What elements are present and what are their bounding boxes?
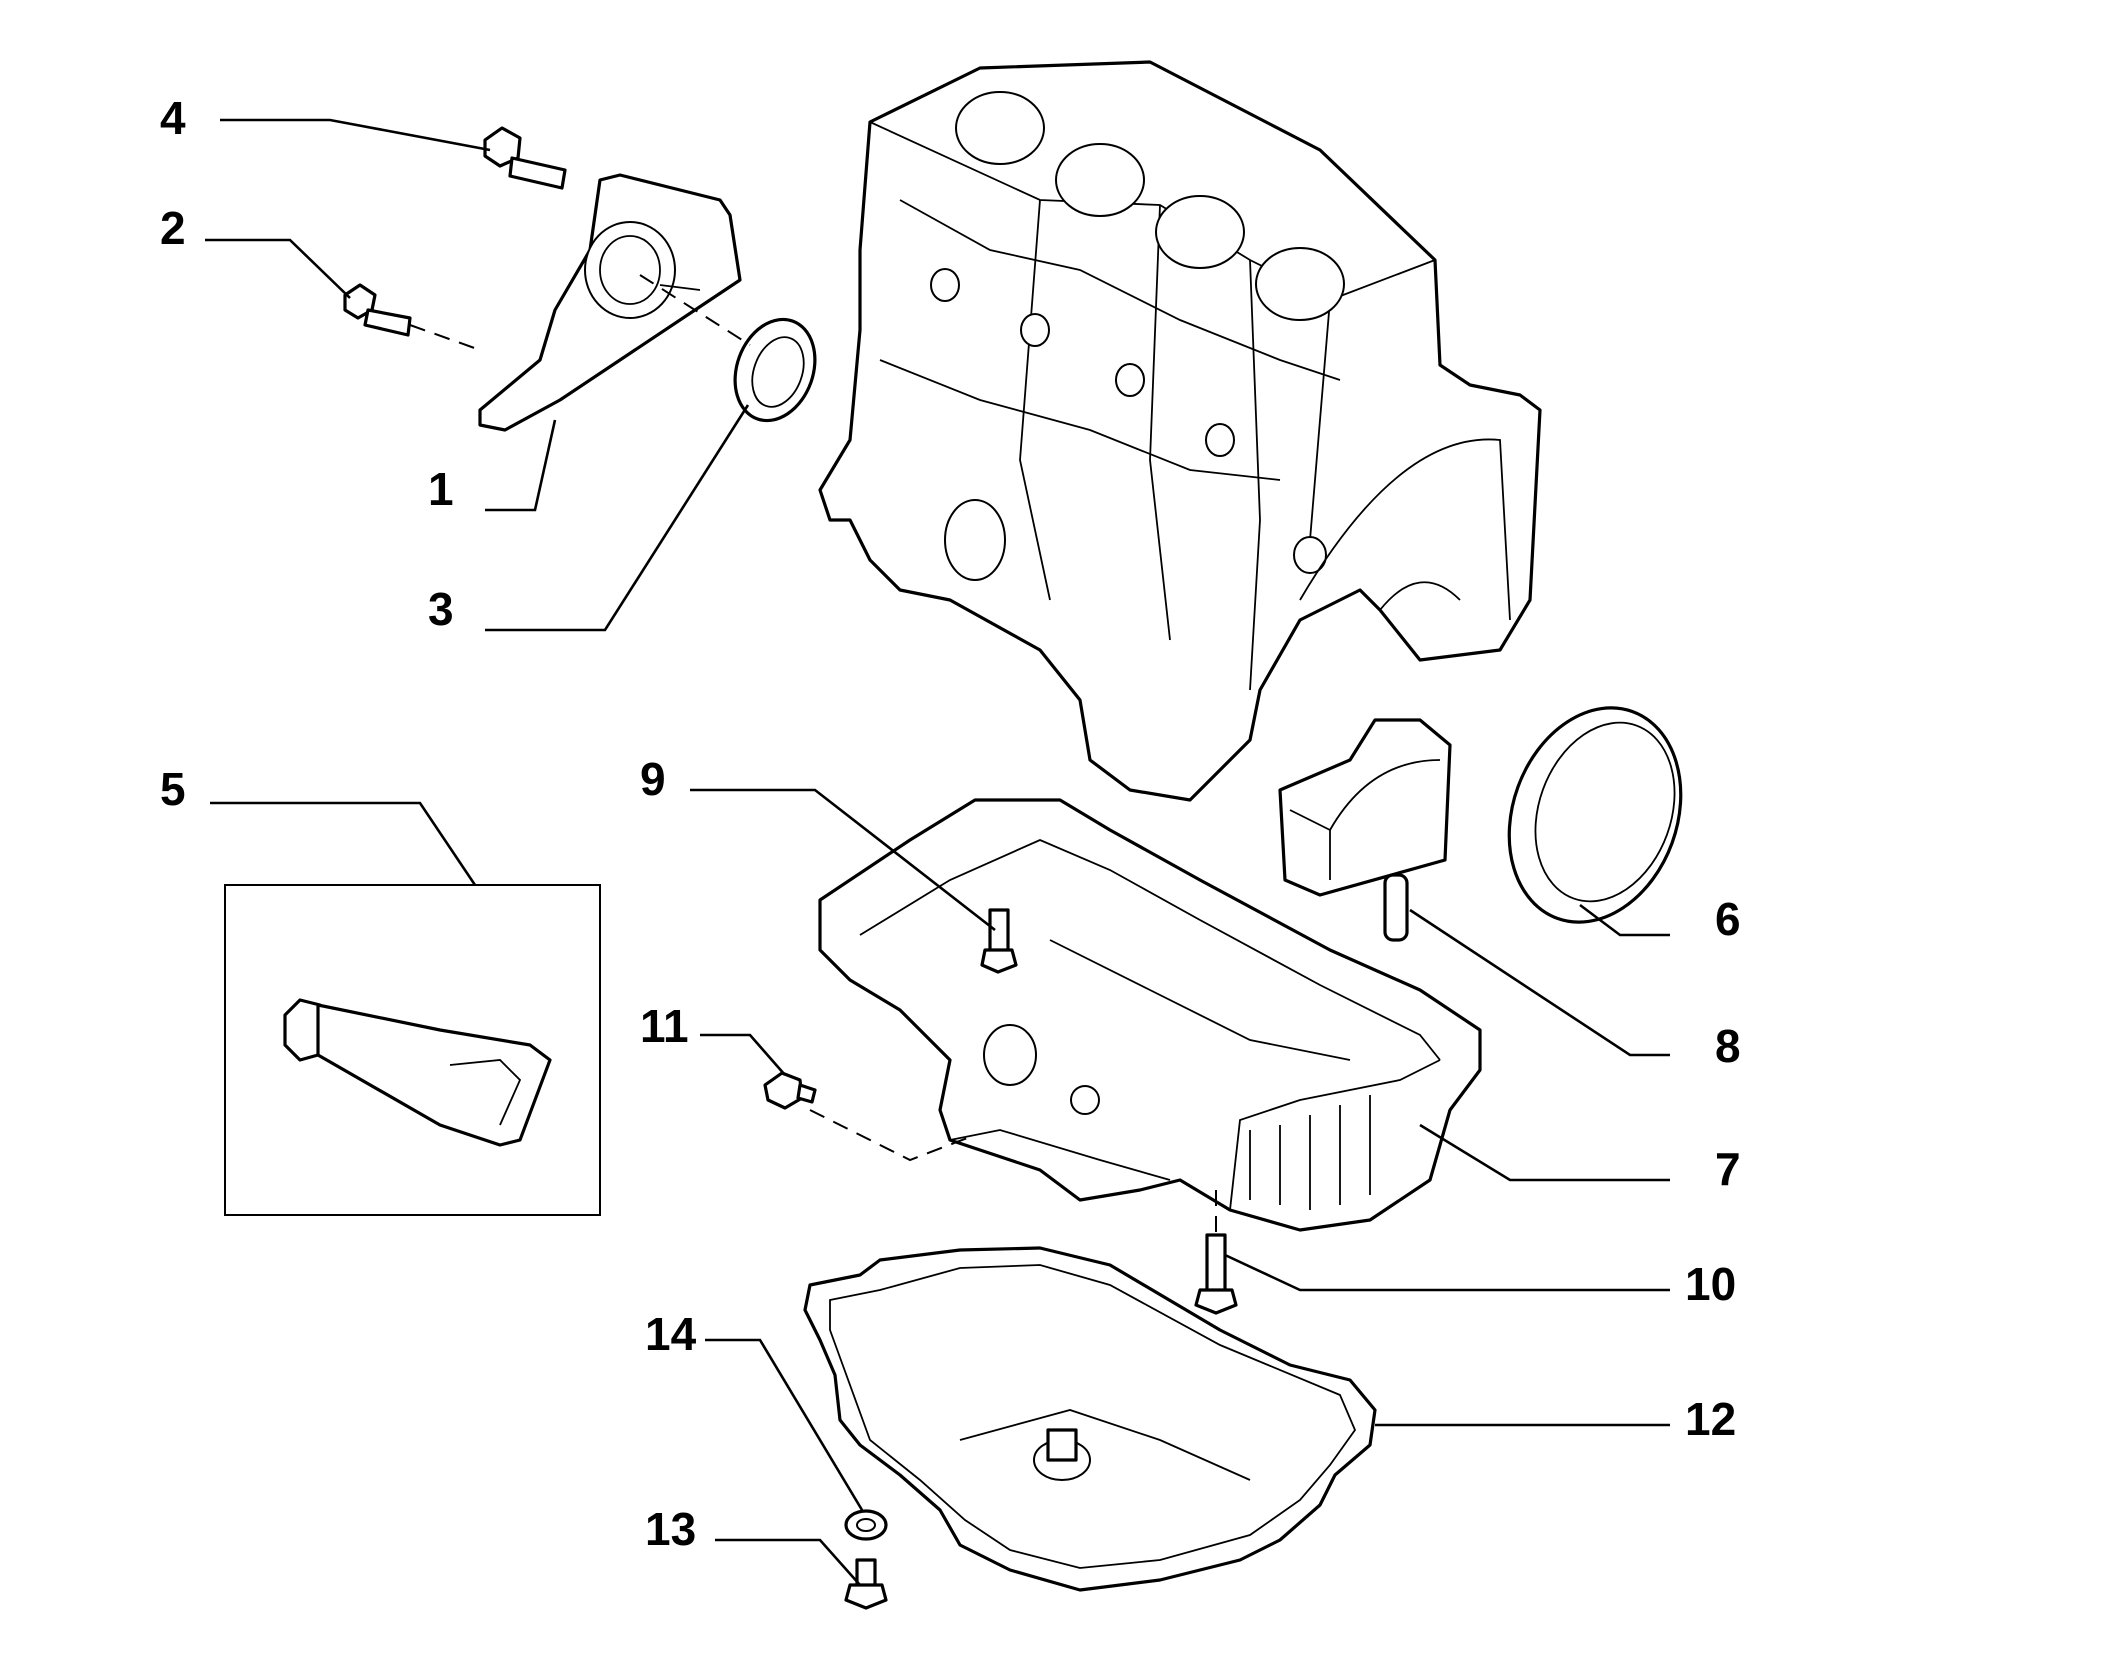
callout-9: 9 bbox=[640, 753, 666, 805]
bearing-cap-icon bbox=[1278, 718, 1452, 897]
leader-10 bbox=[1224, 1253, 1670, 1292]
dowel-pin-icon bbox=[1383, 873, 1409, 942]
bolt-2-icon bbox=[343, 283, 412, 337]
assembly-line-3 bbox=[639, 274, 751, 346]
leader-1 bbox=[485, 419, 557, 512]
leader-3 bbox=[485, 404, 750, 632]
leader-7 bbox=[1419, 1123, 1670, 1182]
assembly-line-11 bbox=[809, 1109, 976, 1162]
callout-10: 10 bbox=[1685, 1258, 1736, 1310]
leader-11 bbox=[700, 1033, 786, 1076]
seal-ring-6-icon bbox=[1507, 706, 1683, 924]
leader-8 bbox=[1409, 908, 1670, 1057]
callout-12: 12 bbox=[1685, 1393, 1736, 1445]
drain-plug-icon bbox=[844, 1558, 888, 1610]
sealant-tube-icon bbox=[283, 998, 552, 1147]
callout-4: 4 bbox=[160, 92, 186, 144]
leader-4 bbox=[220, 118, 491, 152]
assembly-line-2 bbox=[409, 324, 481, 351]
leader-9 bbox=[690, 788, 996, 932]
plug-icon bbox=[763, 1071, 817, 1110]
seal-ring-3-icon bbox=[733, 317, 817, 423]
leader-6 bbox=[1579, 903, 1670, 937]
leader-5 bbox=[210, 801, 477, 886]
oil-pan-upper-icon bbox=[818, 798, 1482, 1232]
leader-2 bbox=[205, 238, 351, 299]
callout-13: 13 bbox=[645, 1503, 696, 1555]
callout-2: 2 bbox=[160, 202, 186, 254]
callout-14: 14 bbox=[645, 1308, 697, 1360]
washer-icon bbox=[844, 1509, 888, 1541]
leader-13 bbox=[715, 1538, 861, 1586]
bolt-10-icon bbox=[1194, 1233, 1238, 1315]
callout-8: 8 bbox=[1715, 1020, 1741, 1072]
bolt-4-icon bbox=[483, 126, 567, 190]
callout-11: 11 bbox=[640, 1000, 689, 1052]
callout-6: 6 bbox=[1715, 893, 1741, 945]
callout-5: 5 bbox=[160, 763, 186, 815]
callout-1: 1 bbox=[428, 463, 454, 515]
callout-7: 7 bbox=[1715, 1143, 1741, 1195]
rear-seal-housing-icon bbox=[478, 173, 742, 432]
engine-block-icon bbox=[818, 60, 1542, 802]
bolt-9-icon bbox=[980, 908, 1018, 974]
callout-3: 3 bbox=[428, 583, 454, 635]
oil-pan-lower-icon bbox=[803, 1246, 1377, 1592]
leader-14 bbox=[705, 1338, 864, 1511]
